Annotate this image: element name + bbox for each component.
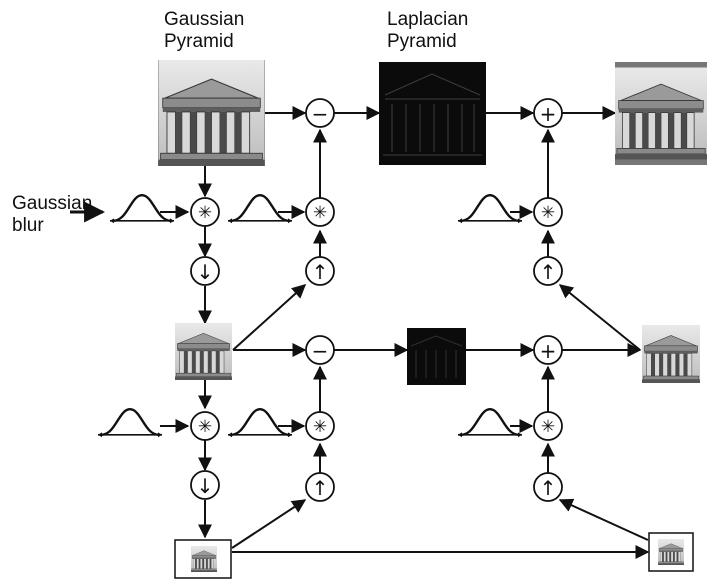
subtract-operator: − (305, 335, 335, 365)
gaussian-kernel-icon (228, 193, 292, 224)
gaussian-blur-label-line2: blur (12, 215, 44, 236)
convolve-operator-symbol: ✳ (198, 203, 212, 223)
add-operator-symbol: + (540, 339, 557, 363)
convolve-operator: ✳ (533, 197, 563, 227)
reconstructed-level-0-image (615, 62, 707, 165)
gaussian-kernel-icon (458, 193, 522, 224)
convolve-operator: ✳ (190, 197, 220, 227)
laplacian-level-1-image (407, 328, 466, 385)
add-operator-symbol: + (540, 102, 557, 126)
upsample-operator-symbol: ↑ (312, 260, 329, 284)
gaussian-blur-label: Gaussian (12, 193, 93, 214)
subtract-operator: − (305, 98, 335, 128)
upsample-operator-symbol: ↑ (540, 476, 557, 500)
convolve-operator-symbol: ✳ (198, 417, 212, 437)
gaussian-level-0-image (158, 60, 265, 166)
downsample-operator-symbol: ↓ (197, 474, 214, 498)
upsample-operator-symbol: ↑ (312, 476, 329, 500)
downsample-operator-symbol: ↓ (197, 260, 214, 284)
edge-g2-to-up (231, 499, 307, 549)
convolve-operator: ✳ (305, 411, 335, 441)
gaussian-kernel-icon (110, 193, 174, 224)
convolve-operator-symbol: ✳ (313, 417, 327, 437)
upsample-operator: ↑ (305, 472, 335, 502)
reconstructed-level-2-image (648, 532, 694, 572)
convolve-operator-symbol: ✳ (541, 417, 555, 437)
gaussian-kernel-icon (228, 408, 292, 438)
subtract-operator-symbol: − (312, 102, 329, 126)
convolve-operator-symbol: ✳ (313, 203, 327, 223)
reconstructed-level-1-image (642, 325, 700, 383)
upsample-operator: ↑ (533, 472, 563, 502)
add-operator: + (533, 98, 563, 128)
convolve-operator: ✳ (533, 411, 563, 441)
laplacian-level-0-image (379, 62, 486, 165)
add-operator: + (533, 335, 563, 365)
gaussian-level-2-image (174, 539, 232, 579)
downsample-operator: ↓ (190, 256, 220, 286)
edge-out1-to-up (558, 284, 641, 351)
gaussian-pyramid-title-line2: Pyramid (164, 31, 234, 52)
gaussian-kernel-icon (458, 408, 522, 438)
upsample-operator: ↑ (305, 256, 335, 286)
laplacian-pyramid-title: Laplacian (387, 9, 469, 30)
gaussian-pyramid-title: Gaussian (164, 9, 245, 30)
gaussian-level-1-image (174, 323, 233, 380)
subtract-operator-symbol: − (312, 339, 329, 363)
gaussian-kernel-icon (98, 408, 162, 438)
convolve-operator: ✳ (305, 197, 335, 227)
laplacian-pyramid-title-line2: Pyramid (387, 31, 457, 52)
downsample-operator: ↓ (190, 470, 220, 500)
edge-g1-to-up (232, 284, 307, 351)
upsample-operator-symbol: ↑ (540, 260, 557, 284)
edge-out2-to-up (558, 498, 649, 541)
convolve-operator: ✳ (190, 411, 220, 441)
convolve-operator-symbol: ✳ (541, 203, 555, 223)
upsample-operator: ↑ (533, 256, 563, 286)
